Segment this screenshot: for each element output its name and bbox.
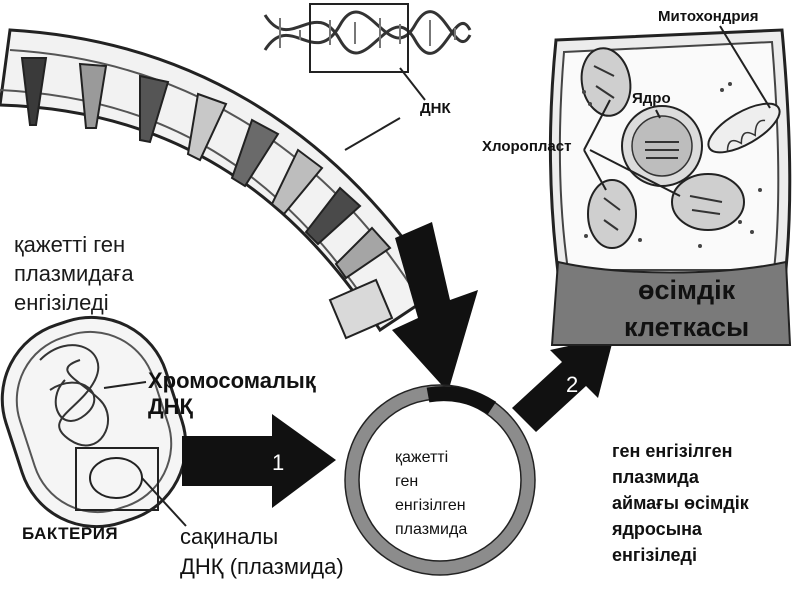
dnk-label: ДНК bbox=[420, 100, 451, 117]
gene-fragment bbox=[328, 278, 394, 340]
down-arrow bbox=[392, 222, 478, 392]
chromosomal-dna-label: Хромосомалық ДНҚ bbox=[148, 368, 316, 420]
needed-gene-line2: плазмидаға bbox=[14, 261, 134, 286]
mitochondria-label: Митохондрия bbox=[658, 8, 759, 25]
ring-dna-label: сақиналы ДНҚ (плазмида) bbox=[180, 522, 344, 582]
nucleus-label: Ядро bbox=[632, 90, 671, 107]
plant-cell bbox=[548, 25, 792, 346]
gene-inserted-line1: ген енгізілген bbox=[612, 441, 733, 461]
arrow-step-2: 2 bbox=[512, 336, 614, 432]
plant-cell-label: өсімдік клеткасы bbox=[624, 272, 749, 346]
ring-dna-line2: ДНҚ (плазмида) bbox=[180, 554, 344, 579]
needed-gene-line1: қажетті ген bbox=[14, 232, 126, 257]
bacterium bbox=[0, 315, 188, 529]
arrow-step-2-label: 2 bbox=[566, 372, 578, 397]
plant-cell-label-line1: өсімдік bbox=[638, 275, 736, 305]
dnk-pointer-line bbox=[344, 117, 401, 151]
plasmid-line4: плазмида bbox=[395, 521, 468, 538]
dna-ladder bbox=[0, 28, 443, 333]
needed-gene-caption: қажетті ген плазмидаға енгізіледі bbox=[14, 230, 134, 317]
inserted-gene-segment bbox=[426, 386, 497, 415]
gene-inserted-line4: ядросына bbox=[612, 519, 702, 539]
plasmid-line2: ген bbox=[395, 473, 419, 490]
gene-inserted-caption: ген енгізілген плазмида аймағы өсімдік я… bbox=[612, 438, 749, 568]
gene-inserted-line3: аймағы өсімдік bbox=[612, 493, 749, 513]
gene-inserted-line2: плазмида bbox=[612, 467, 699, 487]
chromosomal-dna-line2: ДНҚ bbox=[148, 394, 193, 419]
arrow-step-1: 1 bbox=[182, 414, 336, 508]
chromosome-pointer bbox=[103, 381, 147, 389]
gene-inserted-line5: енгізіледі bbox=[612, 545, 697, 565]
chloroplast-label: Хлоропласт bbox=[482, 138, 572, 155]
dna-double-helix bbox=[263, 10, 472, 55]
plasmid-caption: қажетті ген енгізілген плазмида bbox=[395, 446, 467, 542]
dna-pointer-line bbox=[399, 67, 426, 101]
needed-gene-line3: енгізіледі bbox=[14, 290, 109, 315]
ring-dna-line1: сақиналы bbox=[180, 524, 279, 549]
ring-pointer bbox=[141, 477, 187, 527]
arrow-step-1-label: 1 bbox=[272, 450, 284, 475]
bacteria-label: БАКТЕРИЯ bbox=[22, 524, 119, 543]
chromosomal-dna-line1: Хромосомалық bbox=[148, 368, 316, 393]
plant-cell-label-line2: клеткасы bbox=[624, 312, 750, 342]
plasmid-line3: енгізілген bbox=[395, 497, 466, 514]
dna-highlight-box bbox=[309, 3, 409, 73]
plasmid-line1: қажетті bbox=[395, 449, 449, 466]
